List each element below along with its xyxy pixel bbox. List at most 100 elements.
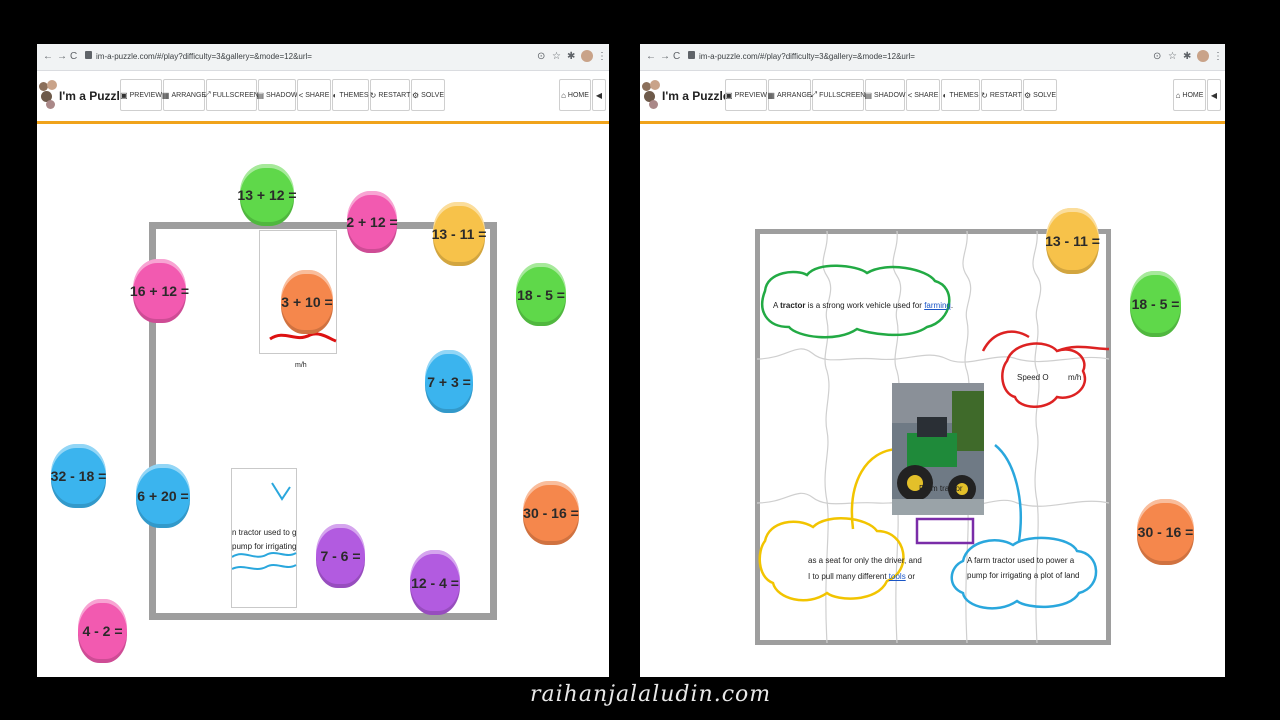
- math-bubble[interactable]: 16 + 12 =: [130, 259, 189, 323]
- puzzle-image: [757, 231, 1109, 643]
- arrange-button[interactable]: ▦ARRANGE: [162, 79, 206, 111]
- power-text-line2: pump for irrigating a plot of land: [967, 571, 1080, 580]
- restart-icon: ↻: [981, 90, 988, 100]
- math-bubble[interactable]: 18 - 5 =: [516, 263, 566, 326]
- mh-text: m/h: [1068, 373, 1082, 382]
- menu-icon[interactable]: ⋮: [1213, 51, 1223, 62]
- lock-icon: [688, 51, 695, 59]
- puzzle-board: [149, 222, 497, 620]
- preview-icon: ▣: [120, 90, 128, 100]
- farm-tractor-label: Farm tractor: [919, 484, 963, 493]
- seat-text-line1: as a seat for only the driver, and: [808, 556, 922, 565]
- sound-button[interactable]: ◀: [592, 79, 606, 111]
- preview-button[interactable]: ▣PREVIEW: [725, 79, 767, 111]
- puzzle-icon[interactable]: ✱: [1183, 51, 1192, 62]
- browser-bar: ← → C im-a-puzzle.com/#/play?difficulty=…: [37, 44, 609, 71]
- piece-text-tractor: n tractor used to g: [232, 528, 297, 537]
- math-bubble[interactable]: 30 - 16 =: [523, 481, 579, 545]
- home-icon: ⌂: [1175, 90, 1181, 100]
- target-icon[interactable]: ⊙: [537, 51, 546, 62]
- power-text-line1: A farm tractor used to power a: [967, 556, 1075, 565]
- puzzle-icon[interactable]: ✱: [567, 51, 576, 62]
- math-bubble[interactable]: 13 + 12 =: [237, 164, 297, 226]
- shadow-button[interactable]: ▤SHADOW: [256, 79, 298, 111]
- restart-icon: ↻: [369, 90, 377, 100]
- forward-button[interactable]: →: [57, 51, 67, 62]
- logo-icon: [642, 80, 660, 110]
- share-icon: <: [298, 90, 304, 100]
- reload-button[interactable]: C: [673, 51, 681, 62]
- logo-icon: [39, 80, 57, 110]
- math-bubble[interactable]: 30 - 16 =: [1137, 499, 1194, 565]
- fullscreen-icon: ⤢: [204, 90, 211, 99]
- piece-text-mh: m/h: [295, 362, 307, 369]
- themes-icon: ◐: [942, 90, 948, 100]
- app-title: I'm a Puzzle!: [662, 89, 734, 103]
- math-bubble[interactable]: 6 + 20 =: [136, 464, 190, 528]
- address-bar[interactable]: im-a-puzzle.com/#/play?difficulty=3&gall…: [699, 52, 915, 61]
- themes-icon: ◐: [332, 90, 338, 100]
- farming-link[interactable]: farming: [924, 301, 951, 310]
- reload-button[interactable]: C: [70, 51, 78, 62]
- avatar[interactable]: [581, 50, 593, 62]
- solve-button[interactable]: ⚙SOLVE: [411, 79, 445, 111]
- address-bar[interactable]: im-a-puzzle.com/#/play?difficulty=3&gall…: [96, 52, 312, 61]
- home-icon: ⌂: [561, 90, 566, 100]
- back-button[interactable]: ←: [43, 51, 53, 62]
- share-button[interactable]: <SHARE: [906, 79, 940, 111]
- math-bubble[interactable]: 4 - 2 =: [78, 599, 127, 663]
- back-button[interactable]: ←: [646, 51, 656, 62]
- home-button[interactable]: ⌂HOME: [1173, 79, 1206, 111]
- shadow-icon: ▤: [256, 90, 265, 100]
- speed-text: Speed O: [1017, 373, 1049, 382]
- forward-button[interactable]: →: [660, 51, 670, 62]
- math-bubble[interactable]: 2 + 12 =: [346, 191, 398, 253]
- math-bubble[interactable]: 7 + 3 =: [425, 350, 473, 413]
- puzzle-piece[interactable]: [231, 468, 297, 608]
- math-bubble[interactable]: 32 - 18 =: [51, 444, 106, 508]
- tractor-definition-text: A tractor is a strong work vehicle used …: [773, 301, 954, 310]
- menu-icon[interactable]: ⋮: [597, 51, 607, 62]
- piece-text-pump: pump for irrigating: [232, 542, 297, 551]
- browser-window-right: ← → C im-a-puzzle.com/#/play?difficulty=…: [640, 44, 1225, 677]
- themes-button[interactable]: ◐THEMES: [941, 79, 980, 111]
- share-button[interactable]: <SHARE: [297, 79, 331, 111]
- math-bubble[interactable]: 18 - 5 =: [1130, 271, 1181, 337]
- lock-icon: [85, 51, 92, 59]
- solve-icon: ⚙: [1024, 90, 1032, 100]
- star-icon[interactable]: ☆: [1168, 51, 1177, 62]
- avatar[interactable]: [1197, 50, 1209, 62]
- star-icon[interactable]: ☆: [552, 51, 561, 62]
- preview-icon: ▣: [725, 90, 733, 100]
- sound-button[interactable]: ◀: [1207, 79, 1221, 111]
- fullscreen-button[interactable]: ⤢FULLSCREEN: [204, 79, 259, 111]
- home-button[interactable]: ⌂HOME: [559, 79, 591, 111]
- puzzle-board: [755, 229, 1111, 645]
- math-bubble[interactable]: 13 - 11 =: [432, 202, 486, 266]
- math-bubble[interactable]: 12 - 4 =: [410, 550, 460, 615]
- math-bubble[interactable]: 3 + 10 =: [281, 270, 333, 334]
- preview-button[interactable]: ▣PREVIEW: [120, 79, 162, 111]
- arrange-button[interactable]: ▦ARRANGE: [767, 79, 812, 111]
- shadow-button[interactable]: ▤SHADOW: [864, 79, 906, 111]
- browser-bar: ← → C im-a-puzzle.com/#/play?difficulty=…: [640, 44, 1225, 71]
- restart-button[interactable]: ↻RESTART: [981, 79, 1022, 111]
- app-toolbar: I'm a Puzzle! ▣PREVIEW ▦ARRANGE ⤢FULLSCR…: [37, 71, 609, 124]
- restart-button[interactable]: ↻RESTART: [370, 79, 410, 111]
- share-icon: <: [907, 90, 913, 100]
- fullscreen-button[interactable]: ⤢FULLSCREEN: [810, 79, 865, 111]
- arrange-icon: ▦: [767, 90, 775, 100]
- math-bubble[interactable]: 7 - 6 =: [316, 524, 365, 588]
- seat-text-line2: I to pull many different tools or: [808, 572, 916, 581]
- watermark: raihanjalaludin.com: [530, 682, 772, 707]
- solve-button[interactable]: ⚙SOLVE: [1023, 79, 1057, 111]
- target-icon[interactable]: ⊙: [1153, 51, 1162, 62]
- solve-icon: ⚙: [412, 90, 420, 100]
- math-bubble[interactable]: 13 - 11 =: [1045, 208, 1100, 274]
- sound-icon: ◀: [1210, 90, 1218, 100]
- browser-window-left: ← → C im-a-puzzle.com/#/play?difficulty=…: [37, 44, 609, 677]
- themes-button[interactable]: ◐THEMES: [332, 79, 369, 111]
- app-title: I'm a Puzzle!: [59, 89, 131, 103]
- tools-link[interactable]: tools: [888, 572, 906, 581]
- fullscreen-icon: ⤢: [810, 90, 818, 99]
